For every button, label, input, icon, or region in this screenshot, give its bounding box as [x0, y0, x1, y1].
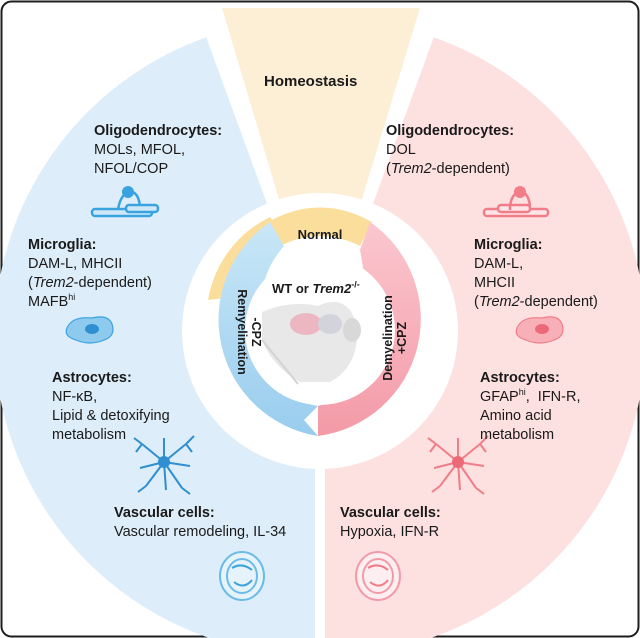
left-microglia-line-1: DAM-L, MHCII	[28, 256, 123, 272]
homeostasis-sector	[222, 8, 420, 337]
homeostasis-label: Homeostasis	[264, 73, 358, 90]
right-microglia-line-1: DAM-L,	[474, 256, 524, 272]
blood-vessel-icon-left	[219, 551, 265, 601]
left-microglia-trem2-line: (Trem2-dependent)	[28, 274, 152, 293]
astrocyte-icon-left	[133, 435, 195, 495]
left-oligodendrocytes-line-2: NFOL/COP	[94, 161, 169, 177]
mafb-base: MAFB	[28, 294, 69, 310]
oligodendrocyte-icon-right	[482, 186, 550, 218]
right-oligo-trem2-rest: -dependent)	[431, 161, 510, 177]
remyelination-segment	[218, 222, 318, 436]
genotype-sup: -/-	[351, 279, 360, 290]
left-astrocytes-line-3: metabolism	[52, 427, 127, 443]
right-oligodendrocytes-heading: Oligodendrocytes:	[386, 123, 515, 139]
genotype-prefix: WT or	[272, 281, 313, 296]
remyelination-label: Remyelination	[235, 289, 249, 374]
left-astrocytes-heading: Astrocytes:	[52, 370, 132, 386]
left-microglia-heading: Microglia:	[28, 237, 97, 253]
right-microglia-line-2: MHCII	[474, 275, 516, 291]
right-microglia-paren: (	[474, 294, 479, 310]
left-astrocytes-line-1: NF-κB,	[52, 389, 98, 405]
gfap-sup: hi	[518, 387, 526, 398]
left-microglia-paren: (	[28, 275, 33, 291]
normal-segment	[268, 207, 372, 246]
demyelination-sector	[320, 36, 640, 638]
genotype-gene: Trem2	[312, 281, 352, 296]
astrocyte-icon-right	[427, 435, 489, 495]
demyelination-condition: +CPZ	[395, 321, 409, 354]
left-microglia-mafb-line: MAFBhi	[28, 293, 75, 312]
right-oligodendrocytes-line-1: DOL	[386, 142, 416, 158]
right-astrocytes-heading: Astrocytes:	[480, 370, 560, 386]
gfap-rest: , IFN-R,	[525, 389, 581, 405]
normal-label: Normal	[298, 227, 343, 242]
right-oligo-paren: (	[386, 161, 391, 177]
left-vascular-heading: Vascular cells:	[114, 505, 215, 521]
left-microglia-trem2-rest: -dependent)	[73, 275, 152, 291]
right-microglia-trem2-line: (Trem2-dependent)	[474, 293, 598, 312]
left-oligodendrocytes-line-1: MOLs, MFOL,	[94, 142, 186, 158]
right-oligo-trem2-gene: Trem2	[390, 161, 432, 177]
remyelination-condition: -CPZ	[249, 317, 263, 347]
right-microglia-trem2-rest: -dependent)	[519, 294, 598, 310]
right-vascular-line-1: Hypoxia, IFN-R	[340, 524, 440, 540]
oligodendrocyte-icon-left	[90, 186, 160, 218]
right-oligodendrocytes-trem2-line: (Trem2-dependent)	[386, 160, 510, 179]
mouse-illustration	[261, 301, 361, 385]
left-vascular-line-1: Vascular remodeling, IL-34	[114, 524, 287, 540]
demyelination-label: Demyelination	[381, 295, 395, 380]
left-microglia-trem2-gene: Trem2	[32, 275, 74, 291]
remyelination-sector	[0, 36, 320, 638]
right-vascular-heading: Vascular cells:	[340, 505, 441, 521]
mafb-sup: hi	[68, 292, 76, 303]
microglia-icon-left	[65, 316, 114, 344]
gfap-base: GFAP	[480, 389, 519, 405]
right-astrocytes-line-2: Amino acid	[480, 408, 552, 424]
right-microglia-trem2-gene: Trem2	[478, 294, 520, 310]
blood-vessel-icon-right	[355, 551, 401, 601]
right-astrocytes-line-3: metabolism	[480, 427, 555, 443]
right-microglia-heading: Microglia:	[474, 237, 543, 253]
right-astrocytes-gfap-line: GFAPhi, IFN-R,	[480, 388, 580, 407]
left-oligodendrocytes-heading: Oligodendrocytes:	[94, 123, 223, 139]
genotype-label: WT or Trem2-/-	[272, 279, 360, 298]
left-astrocytes-line-2: Lipid & detoxifying	[52, 408, 170, 424]
microglia-icon-right	[515, 316, 564, 344]
